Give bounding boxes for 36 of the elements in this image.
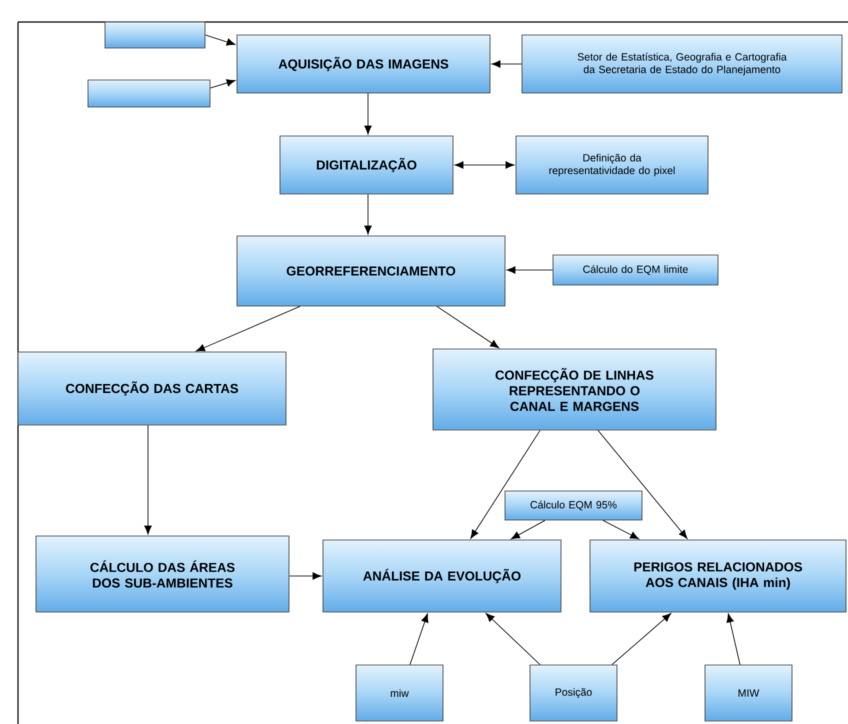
- arrow: [196, 306, 300, 352]
- arrow: [410, 613, 428, 665]
- process-box: CONFECÇÃO DAS CARTAS: [18, 352, 286, 426]
- process-box: PERIGOS RELACIONADOS AOS CANAIS (IHA min): [590, 540, 846, 612]
- arrow: [726, 614, 740, 665]
- process-box: CONFECÇÃO DE LINHAS REPRESENTANDO O CANAL E MARGENS: [432, 348, 716, 430]
- arrow: [602, 520, 640, 540]
- arrow: [205, 34, 236, 46]
- arrow: [210, 79, 236, 88]
- info-box: MIW: [704, 664, 792, 722]
- arrow: [486, 613, 540, 665]
- info-box: miw: [356, 664, 444, 722]
- arrow: [454, 161, 514, 169]
- arrow: [144, 425, 152, 534]
- arrow: [612, 613, 672, 665]
- arrow: [364, 194, 372, 234]
- arrow: [470, 430, 540, 539]
- arrow: [289, 572, 322, 580]
- arrow: [436, 306, 500, 348]
- arrow: [598, 430, 688, 539]
- process-box: CÁLCULO DAS ÁREAS DOS SUB-AMBIENTES: [36, 536, 290, 612]
- info-box: Setor de Estatística, Geografia e Cartografia da Secretaria de Estado do Planejamento: [522, 34, 842, 94]
- process-box: [88, 80, 210, 108]
- info-box: Posição: [530, 664, 618, 722]
- arrow: [506, 266, 553, 274]
- process-box: GEORREFERENCIAMENTO: [236, 236, 506, 306]
- process-box: [104, 22, 206, 48]
- info-box: Cálculo EQM 95%: [504, 490, 642, 520]
- process-box: AQUISIÇÃO DAS IMAGENS: [236, 34, 490, 94]
- arrow: [510, 520, 546, 540]
- info-box: Definição da representatividade do pixel: [516, 136, 708, 194]
- arrow: [492, 60, 522, 68]
- arrow: [364, 93, 372, 134]
- info-box: Cálculo do EQM limite: [552, 254, 718, 286]
- process-box: DIGITALIZAÇÃO: [280, 136, 454, 194]
- process-box: ANÁLISE DA EVOLUÇÃO: [322, 540, 562, 612]
